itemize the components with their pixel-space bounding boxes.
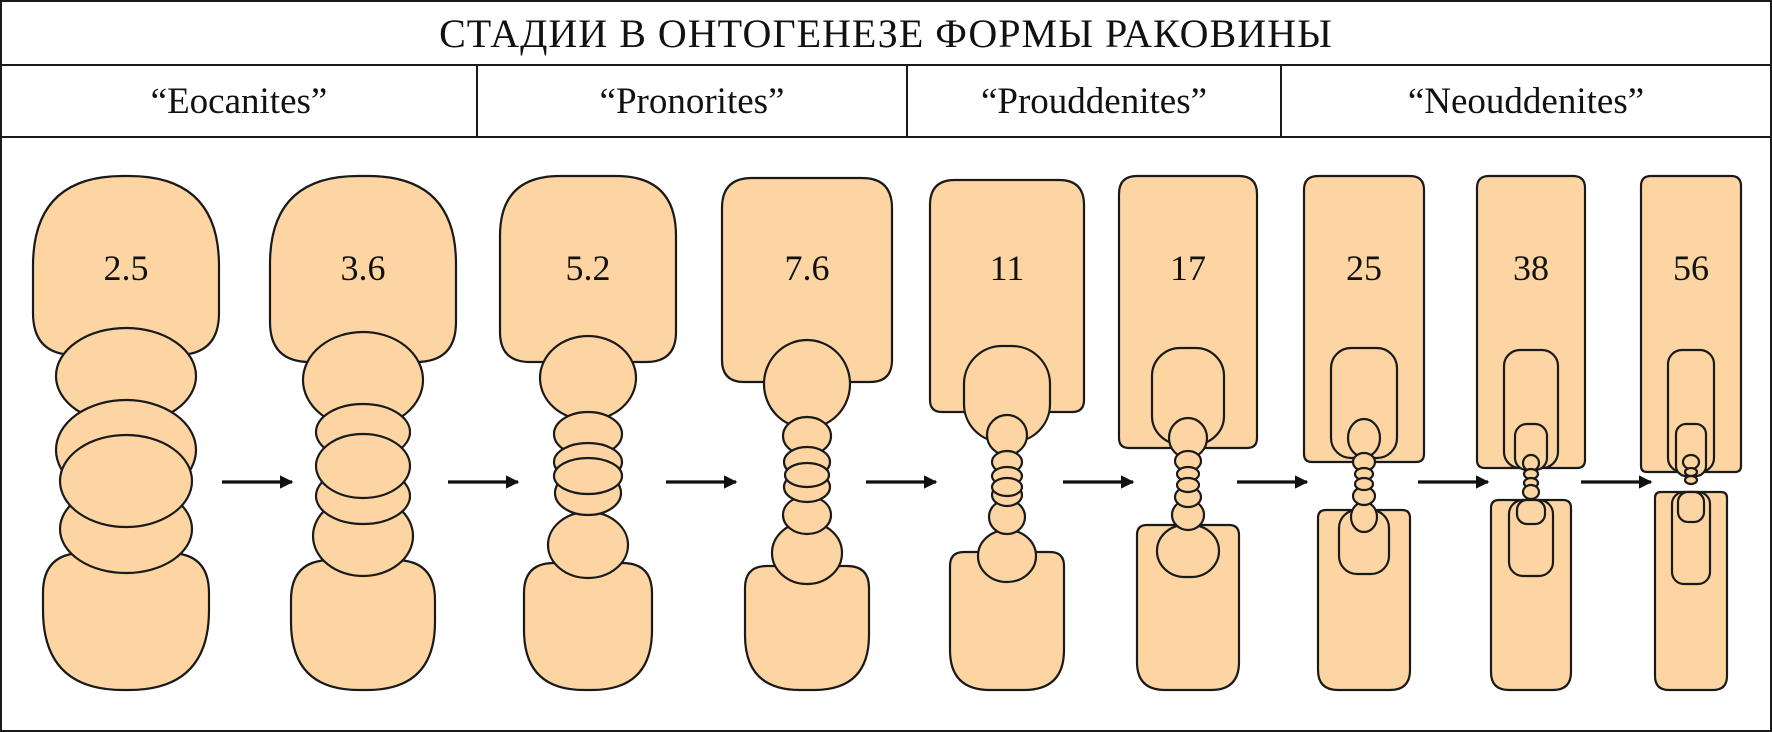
whorl bbox=[1521, 483, 1541, 501]
whorl bbox=[1353, 476, 1375, 492]
whorl bbox=[552, 456, 624, 496]
outer-whorl-top bbox=[928, 178, 1086, 414]
shell-size-label: 56 bbox=[1673, 248, 1709, 288]
whorl bbox=[1683, 474, 1699, 486]
outer-whorl-bottom bbox=[743, 564, 871, 692]
shell-size-label: 7.6 bbox=[785, 248, 830, 288]
shell-stage-1: 2.5 bbox=[31, 174, 221, 692]
shell-size-label: 38 bbox=[1513, 248, 1549, 288]
shell-stage-3: 5.2 bbox=[498, 174, 678, 692]
shell-size-label: 17 bbox=[1170, 248, 1206, 288]
shell-stage-7: 25 bbox=[1302, 174, 1426, 692]
stage-label-prouddenites: “Prouddenites” bbox=[908, 66, 1282, 136]
whorl bbox=[1175, 476, 1201, 494]
whorl bbox=[58, 433, 194, 529]
whorl bbox=[990, 476, 1024, 498]
stage-header-row: “Eocanites” “Pronorites” “Prouddenites” … bbox=[2, 66, 1770, 138]
stage-label-eocanites: “Eocanites” bbox=[2, 66, 478, 136]
shell-size-label: 3.6 bbox=[341, 248, 386, 288]
outer-whorl-bottom bbox=[522, 561, 654, 692]
whorl bbox=[762, 338, 852, 430]
shell-stage-6: 17 bbox=[1117, 174, 1259, 692]
shell-size-label: 25 bbox=[1346, 248, 1382, 288]
whorl bbox=[538, 334, 638, 422]
whorl bbox=[1683, 466, 1699, 478]
outer-whorl-top bbox=[720, 176, 894, 384]
shell-stage-2: 3.6 bbox=[268, 174, 458, 692]
outer-whorl-bottom bbox=[41, 551, 211, 692]
whorl bbox=[314, 432, 412, 500]
shell-size-label: 5.2 bbox=[566, 248, 611, 288]
inner-whorl-bottom bbox=[1155, 523, 1221, 579]
stage-label-pronorites: “Pronorites” bbox=[478, 66, 908, 136]
whorl bbox=[783, 461, 831, 489]
shell-stage-8: 38 bbox=[1475, 174, 1587, 692]
shell-stage-9: 56 bbox=[1639, 174, 1743, 692]
shell-stage-5: 11 bbox=[928, 178, 1086, 692]
outer-whorl-bottom bbox=[289, 558, 437, 692]
whorl bbox=[976, 528, 1038, 584]
whorl bbox=[1346, 417, 1382, 459]
outer-whorl-top bbox=[498, 174, 678, 364]
shell-size-label: 2.5 bbox=[104, 248, 149, 288]
whorl bbox=[546, 510, 630, 580]
figure-title: СТАДИИ В ОНТОГЕНЕЗЕ ФОРМЫ РАКОВИНЫ bbox=[2, 2, 1770, 66]
shell-stage-4: 7.6 bbox=[720, 176, 894, 692]
inner-whorl-bottom bbox=[1515, 498, 1547, 526]
outer-whorl-bottom bbox=[948, 550, 1066, 692]
shell-size-label: 11 bbox=[990, 248, 1025, 288]
whorl bbox=[985, 413, 1029, 457]
outer-whorl-top bbox=[1639, 174, 1743, 474]
whorl bbox=[1349, 500, 1379, 534]
stage-label-neouddenites: “Neouddenites” bbox=[1407, 80, 1645, 122]
inner-whorl-bottom bbox=[1676, 490, 1706, 524]
